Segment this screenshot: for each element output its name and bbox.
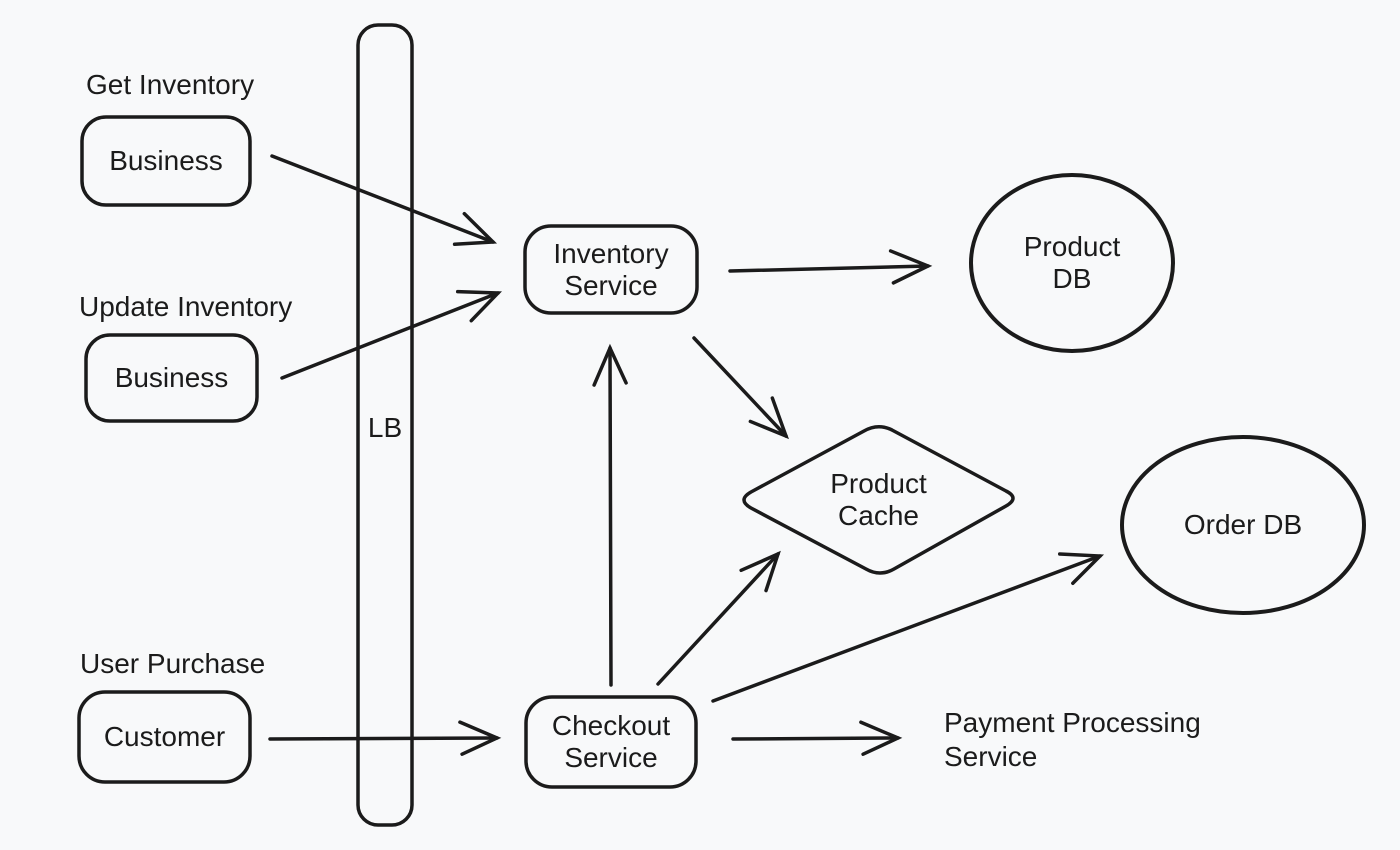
product-cache-shape [742,425,1015,575]
checkout-service-shape [524,695,698,789]
load-balancer-shape [356,23,414,827]
business-get-label: Business [109,145,223,176]
edge-checkout-to-inventory-arrow [592,343,628,687]
edge-inventory-to-product-cache-arrow [692,336,789,440]
edge-checkout-to-order-db-arrow [711,552,1105,703]
inventory-service-label-line1: Inventory [553,237,669,269]
edge-checkout-to-product-cache-arrow [656,550,781,686]
edge-business-get-to-inventory-arrow [270,154,498,246]
business-get-shape [80,115,252,207]
product-cache-node: Product Cache [737,423,1020,577]
load-balancer-label: LB [367,412,403,443]
business-update-label: Business [114,362,229,393]
inventory-service-shape [523,224,699,315]
update-inventory-label: Update Inventory [79,291,293,322]
business-get-node: Business [82,117,250,205]
product-db-label-line2: DB [1052,263,1092,294]
payment-service-label-line2: Service [944,741,1038,772]
product-db-shape [969,173,1175,353]
user-purchase-label: User Purchase [80,648,266,679]
get-inventory-label: Get Inventory [86,69,255,100]
customer-label: Customer [103,721,226,752]
checkout-service-label-line2: Service [564,742,658,773]
edge-customer-to-checkout-arrow [268,720,502,756]
business-update-node: Business [86,335,257,421]
order-db-shape [1120,435,1366,615]
order-db-node: Order DB [1122,437,1364,613]
payment-service-node: Payment Processing Service [944,706,1201,774]
customer-shape [77,690,252,784]
checkout-service-label-line1: Checkout [551,710,671,741]
product-db-node: Product DB [971,175,1173,351]
business-update-shape [84,333,259,423]
checkout-service-node: Checkout Service [526,697,696,787]
product-db-label-line1: Product [1023,231,1121,262]
edge-checkout-to-payment-arrow [731,720,903,756]
customer-node: Customer [79,692,250,782]
order-db-label: Order DB [1183,509,1303,540]
product-cache-label-line2: Cache [838,500,919,531]
load-balancer-node: LB [358,411,412,445]
inventory-service-node: Inventory Service [525,226,697,313]
inventory-service-label-line2: Service [564,269,658,301]
edge-inventory-to-product-db-arrow [728,249,933,285]
payment-service-label-line1: Payment Processing [944,707,1201,738]
edge-business-update-to-inventory-arrow [280,289,502,380]
product-cache-label-line1: Product [830,468,927,499]
